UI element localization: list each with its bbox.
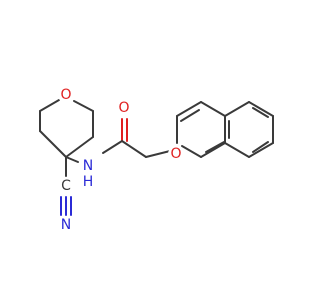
amide-hydrogen-label: H — [83, 174, 94, 190]
molecule-structure: O N H C N O O — [39, 87, 274, 233]
amide-nitrogen-label: N — [83, 158, 93, 174]
nitrile-nitrogen-label: N — [61, 217, 71, 233]
nitrile-carbon-label: C — [61, 178, 71, 194]
nitrile-group — [60, 156, 72, 216]
propanoyl-chain — [121, 140, 171, 158]
atom-labels: O N H C N O O — [58, 87, 184, 233]
carbonyl-oxygen-label: O — [118, 100, 129, 116]
oxane-ring — [39, 99, 94, 158]
amide-linkage — [65, 118, 128, 163]
ring-oxygen-label: O — [60, 87, 71, 103]
ether-oxygen-label: O — [170, 146, 181, 162]
naphthalene-ring-system — [176, 101, 274, 158]
